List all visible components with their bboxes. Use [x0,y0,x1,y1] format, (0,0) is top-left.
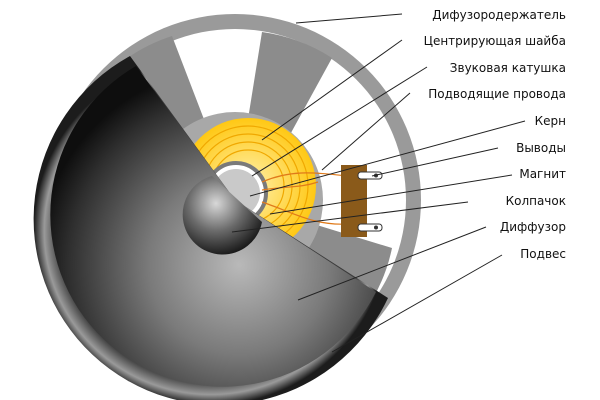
label-terminals: Выводы [516,141,566,155]
label-pole-piece: Керн [535,114,566,128]
callout-labels: Дифузородержатель Центрирующая шайба Зву… [424,8,566,261]
label-dust-cap: Колпачок [506,194,566,208]
lead-wires [261,172,349,225]
label-voice-coil: Звуковая катушка [450,61,566,75]
label-cone: Диффузор [500,220,566,234]
label-basket: Дифузородержатель [432,8,566,22]
dust-cap [182,176,262,255]
label-magnet: Магнит [519,167,566,181]
label-surround: Подвес [520,247,566,261]
leader-lines [231,13,526,353]
label-spider: Центрирующая шайба [424,34,566,48]
terminals [341,165,383,237]
label-lead-wires: Подводящие провода [428,87,566,101]
